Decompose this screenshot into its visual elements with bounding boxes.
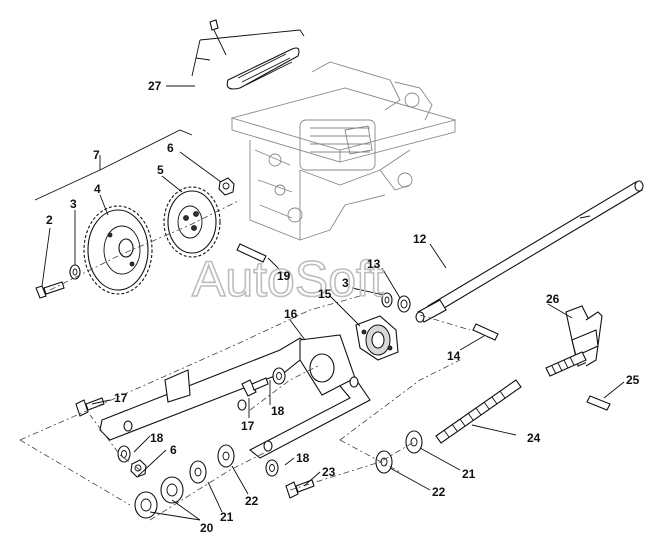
label-5: 5: [157, 163, 164, 177]
label-26: 26: [546, 292, 560, 306]
part-20-nut-right: [160, 476, 184, 504]
label-17-left: 17: [114, 391, 128, 405]
label-12: 12: [413, 232, 427, 246]
label-3-right: 3: [342, 276, 349, 290]
watermark-text: AutoSoft: [192, 251, 384, 307]
label-17-middle: 17: [241, 419, 255, 433]
label-19: 19: [277, 269, 291, 283]
part-23-bolt: [285, 479, 315, 499]
part-20-nut-left: [134, 491, 158, 519]
callout-labels: 2 3 4 7 5 6 27 12 13 3 15 19 16 14 26 25…: [46, 79, 640, 535]
part-18-washer-upper: [272, 367, 286, 385]
label-23: 23: [322, 465, 336, 479]
part-15-flange-bearing: [355, 315, 399, 361]
assembly-guide-lines: [19, 199, 471, 521]
part-17-bolt-left: [75, 397, 105, 417]
part-17-bolt-middle: [241, 377, 269, 397]
label-4: 4: [94, 182, 101, 196]
leader-lines: [41, 85, 625, 521]
part-5-small-gear: [163, 186, 221, 258]
part-3-washer-left: [69, 264, 81, 280]
label-18-left: 18: [150, 431, 164, 445]
label-14: 14: [447, 349, 461, 363]
label-18-right: 18: [296, 451, 310, 465]
part-21-washer-left: [189, 460, 207, 484]
part-22-washer-right: [375, 450, 393, 474]
label-7: 7: [93, 148, 100, 162]
part-18-washer-right: [265, 459, 279, 477]
label-6-top: 6: [167, 141, 174, 155]
part-12-shaft: [415, 180, 644, 323]
part-18-washer-left: [117, 445, 131, 463]
label-22-right: 22: [432, 485, 446, 499]
label-16: 16: [284, 307, 298, 321]
part-25-pin: [586, 395, 611, 411]
part-21-washer-right: [405, 430, 423, 454]
part-6-nut-top: [218, 177, 235, 196]
label-21-left: 21: [220, 510, 234, 524]
label-24: 24: [527, 431, 541, 445]
part-4-large-gear: [83, 205, 153, 295]
label-3-left: 3: [70, 197, 77, 211]
part-13-bushing: [397, 295, 411, 313]
label-27: 27: [148, 79, 162, 93]
label-22-left: 22: [245, 494, 259, 508]
part-22-washer-left: [217, 444, 235, 468]
part-7-callout-bracket: [34, 129, 193, 201]
label-20: 20: [200, 521, 214, 535]
label-15: 15: [318, 287, 332, 301]
part-14-pin: [472, 323, 499, 341]
label-21-right: 21: [462, 467, 476, 481]
label-2: 2: [46, 213, 53, 227]
label-13: 13: [367, 257, 381, 271]
part-19-pin: [236, 243, 267, 263]
part-16-lever-arm: [99, 334, 371, 459]
part-24-threaded-rod: [435, 379, 522, 444]
part-27-grille-plate: [191, 19, 305, 90]
label-6-lower: 6: [170, 443, 177, 457]
label-25: 25: [626, 373, 640, 387]
part-3-washer-right: [381, 292, 393, 308]
housing-frame: [230, 61, 457, 241]
part-26-shift-fork: [545, 305, 603, 377]
label-18-upper: 18: [271, 404, 285, 418]
